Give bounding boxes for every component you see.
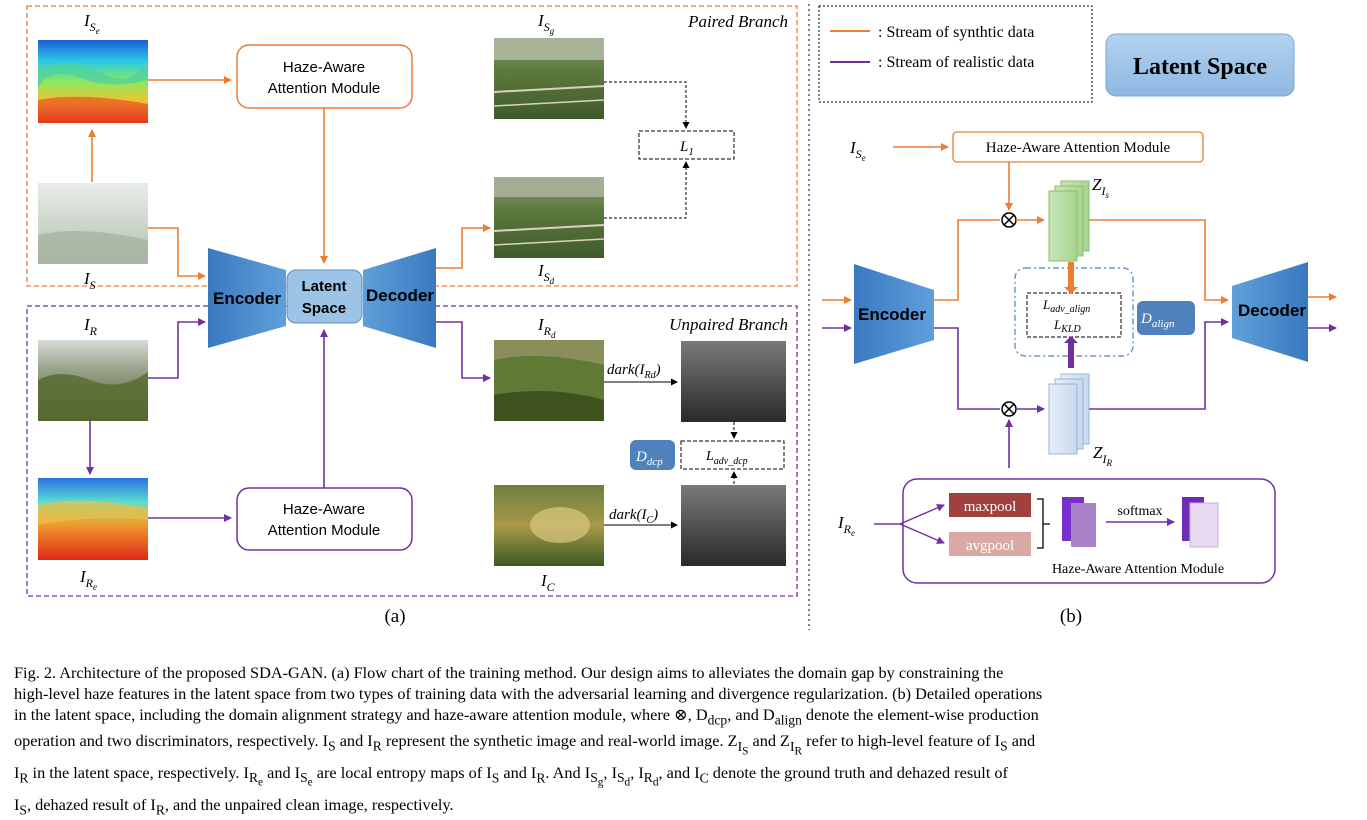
loss-l1-box xyxy=(638,130,735,160)
svg-text:Attention Module: Attention Module xyxy=(268,80,381,97)
caption-line-3: in the latent space, including the domai… xyxy=(14,705,1039,728)
label-ire: IRe xyxy=(79,567,97,592)
caption-line-2: high-level haze features in the latent s… xyxy=(14,684,1043,703)
loss-adv-align: Ladv_align xyxy=(1042,297,1090,315)
maxpool-block xyxy=(949,493,1031,517)
paired-branch-title: Paired Branch xyxy=(687,12,788,31)
dark-channel-ic xyxy=(681,485,786,566)
decoder-a xyxy=(363,248,436,348)
legend-box xyxy=(818,5,1093,103)
svg-text:Latent Space: Latent Space xyxy=(1133,54,1267,80)
label-ire-b: IRe xyxy=(837,513,855,538)
legend-realistic: : Stream of realistic data xyxy=(878,54,1034,71)
encoder-a xyxy=(208,248,286,348)
dark-channel-ird xyxy=(681,341,786,422)
loss-align-box xyxy=(1026,292,1122,338)
decoder-b xyxy=(1232,262,1308,362)
d-align-badge xyxy=(1137,301,1195,335)
svg-text:Decoder: Decoder xyxy=(1238,301,1306,320)
label-ic: IC xyxy=(540,571,556,594)
architecture-diagram: Paired Branch Unpaired Branch ISe IS Haz… xyxy=(26,4,1337,630)
d-align: Dalign xyxy=(1140,311,1175,330)
label-ise: ISe xyxy=(83,11,100,36)
entropy-map-real xyxy=(38,478,148,560)
decoder-a-label: Decoder xyxy=(366,286,434,305)
svg-text:maxpool: maxpool xyxy=(964,499,1017,515)
dehazed-real-image xyxy=(494,340,604,421)
d-dcp-badge xyxy=(630,440,675,470)
label-isd: ISd xyxy=(537,261,555,286)
encoder-a-label: Encoder xyxy=(213,289,281,308)
svg-text:Haze-Aware: Haze-Aware xyxy=(283,59,365,76)
loss-adv-dcp-box xyxy=(680,440,785,470)
d-dcp: Ddcp xyxy=(635,449,663,468)
unpaired-branch-title: Unpaired Branch xyxy=(669,315,788,334)
label-isg: ISg xyxy=(537,11,555,36)
avgpool-block xyxy=(949,532,1031,556)
label-zis: ZIs xyxy=(1092,175,1109,200)
feature-zr xyxy=(1048,373,1090,455)
svg-text:Encoder: Encoder xyxy=(858,305,926,324)
svg-text:Haze-Aware Attention Module: Haze-Aware Attention Module xyxy=(1052,562,1224,577)
entropy-map-synthetic xyxy=(38,40,148,123)
feature-zs xyxy=(1048,180,1090,262)
dark-ic-label: dark(IC) xyxy=(609,507,658,526)
caption-line-6: IS, dehazed result of IR, and the unpair… xyxy=(14,795,454,818)
panel-b-label: (b) xyxy=(1060,606,1082,627)
svg-text:Attention Module: Attention Module xyxy=(268,522,381,539)
caption-line-1: Fig. 2. Architecture of the proposed SDA… xyxy=(14,663,1004,682)
haze-attention-module-unpaired xyxy=(236,487,413,551)
svg-text:Haze-Aware: Haze-Aware xyxy=(283,501,365,518)
label-ir: IR xyxy=(83,315,98,338)
encoder-b xyxy=(854,264,934,364)
haze-attention-module-paired xyxy=(236,44,413,109)
panel-a-label: (a) xyxy=(384,606,405,627)
dark-ird-label: dark(IRd) xyxy=(607,362,661,381)
svg-text:Latent: Latent xyxy=(302,278,347,295)
label-zir: ZIR xyxy=(1093,443,1112,468)
label-ird: IRd xyxy=(537,315,556,340)
caption-line-5: IR in the latent space, respectively. IR… xyxy=(14,763,1008,790)
svg-text:Haze-Aware Attention Module: Haze-Aware Attention Module xyxy=(986,140,1171,156)
loss-adv-dcp: Ladv_dcp xyxy=(705,449,748,467)
label-is: IS xyxy=(83,269,96,292)
ground-truth-image xyxy=(493,38,605,119)
unpaired-clean-image xyxy=(494,485,604,566)
legend-synthetic: : Stream of synthtic data xyxy=(878,24,1034,41)
svg-text:softmax: softmax xyxy=(1117,504,1162,519)
svg-text:avgpool: avgpool xyxy=(966,538,1014,554)
svg-text:Space: Space xyxy=(302,300,346,317)
caption-line-4: operation and two discriminators, respec… xyxy=(14,731,1036,758)
haze-attention-module-b xyxy=(952,131,1204,163)
figure-caption: Fig. 2. Architecture of the proposed SDA… xyxy=(14,662,1350,820)
real-hazy-image xyxy=(38,340,148,421)
dehazed-synthetic-image xyxy=(493,177,605,258)
loss-kld: LKLD xyxy=(1053,317,1081,335)
latent-space-a xyxy=(286,269,363,324)
latent-space-badge xyxy=(1105,33,1295,97)
label-ise-b: ISe xyxy=(849,138,866,163)
loss-l1: L1 xyxy=(679,139,694,158)
